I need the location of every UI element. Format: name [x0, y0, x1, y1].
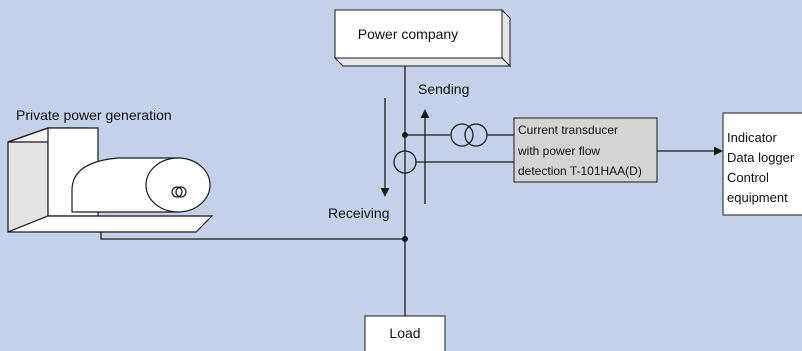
receiving-label: Receiving	[328, 205, 389, 221]
generator-shaft-outer	[171, 186, 183, 198]
power-company-box-side	[501, 8, 511, 68]
generator-cylinder-end	[145, 157, 211, 213]
generator-junction-dot	[402, 236, 408, 242]
output-label-line-3: Control	[727, 170, 769, 185]
generator-base	[7, 215, 214, 233]
vt-junction-dot	[402, 132, 408, 138]
transducer-box	[513, 117, 658, 183]
load-block: Load	[364, 315, 446, 351]
power-company-box-bottom	[333, 57, 512, 67]
generator-shaft-inner	[175, 186, 187, 198]
private-generation-label: Private power generation	[16, 107, 172, 123]
output-label-line-4: equipment	[727, 190, 788, 205]
output-label-line-2: Data logger	[727, 150, 795, 165]
vt-coil-left	[450, 123, 474, 147]
vt-coil-right	[464, 123, 488, 147]
generator-housing-side	[7, 127, 49, 233]
load-box	[364, 315, 446, 351]
load-label: Load	[389, 325, 420, 341]
power-company-block: Power company	[333, 8, 512, 68]
sending-label: Sending	[418, 81, 469, 97]
transducer-label-line-3: detection T-101HAA(D)	[518, 164, 642, 178]
transducer-label-line-1: Current transducer	[518, 123, 618, 137]
transducer-label-line-2: with power flow	[517, 144, 600, 158]
transducer-block: Current transducer with power flow detec…	[513, 117, 658, 183]
generator-feed-wire	[100, 232, 405, 240]
output-label-line-1: Indicator	[727, 130, 778, 145]
output-devices-box	[722, 112, 802, 216]
transducer-label: Current transducer with power flow detec…	[517, 123, 642, 178]
generator-illustration	[7, 127, 214, 233]
power-company-label: Power company	[358, 26, 458, 42]
output-devices-block: Indicator Data logger Control equipment	[722, 112, 802, 216]
power-company-box	[334, 9, 503, 59]
output-devices-label: Indicator Data logger Control equipment	[727, 130, 798, 205]
